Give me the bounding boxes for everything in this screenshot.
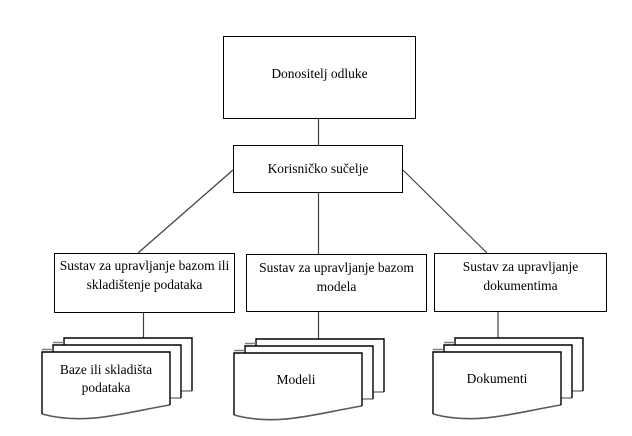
- node-model-management-system-label: Sustav za upravljanje bazom modela: [259, 260, 414, 294]
- node-document-management-system: Sustav za upravljanje dokumentima: [434, 253, 607, 312]
- node-user-interface-label: Korisničko sučelje: [267, 160, 369, 176]
- node-decision-maker-label: Donositelj odluke: [271, 66, 368, 82]
- node-data-management-system-label: Sustav za upravljanje bazom ili skladišt…: [59, 258, 230, 292]
- edge-ui-to-dms: [402, 169, 488, 254]
- stack-models-label: Modeli: [276, 371, 316, 387]
- document-stack-models: [233, 338, 385, 421]
- edge-ui-to-dbms: [137, 169, 234, 254]
- document-stack-databases: [41, 337, 193, 420]
- node-decision-maker: Donositelj odluke: [223, 36, 416, 119]
- node-data-management-system: Sustav za upravljanje bazom ili skladišt…: [54, 253, 235, 313]
- stack-databases-label: Baze ili skladišta podataka: [59, 361, 153, 396]
- node-model-management-system: Sustav za upravljanje bazom modela: [246, 254, 427, 312]
- node-user-interface: Korisničko sučelje: [233, 145, 403, 193]
- node-document-management-system-label: Sustav za upravljanje dokumentima: [462, 259, 579, 293]
- stack-documents-label: Dokumenti: [466, 370, 528, 386]
- document-stack-documents: [432, 337, 584, 420]
